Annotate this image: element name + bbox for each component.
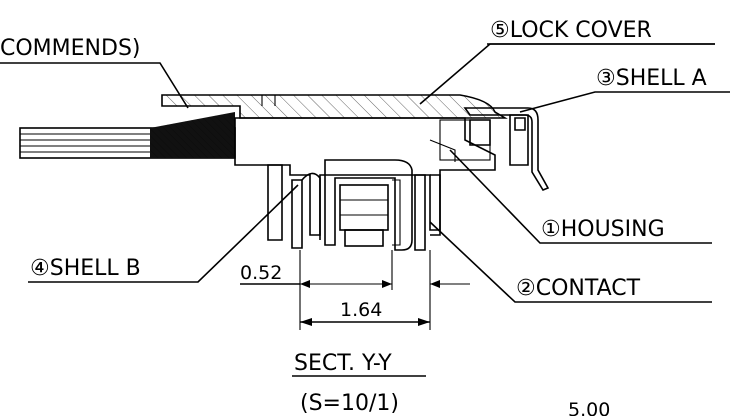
label-shell-b: ④SHELL B: [30, 256, 141, 281]
contact-part: [324, 159, 413, 251]
section-scale: (S=10/1): [300, 391, 399, 416]
lock-cover-part: [161, 94, 508, 119]
label-housing: ①HOUSING: [541, 217, 665, 242]
dimension-5-00: 5.00: [568, 399, 610, 416]
shell-a-part: [463, 107, 550, 191]
cable: [19, 112, 236, 159]
label-shell-a: ③SHELL A: [596, 66, 707, 91]
dimension-lines: [240, 43, 715, 377]
label-recommends: COMMENDS): [0, 36, 141, 61]
housing-part: [234, 117, 496, 236]
section-title: SECT. Y-Y: [294, 351, 392, 376]
dimension-1-64: 1.64: [340, 299, 382, 321]
label-contact: ②CONTACT: [516, 276, 641, 301]
label-lock-cover: ⑤LOCK COVER: [490, 18, 652, 43]
shell-b-right-leg: [414, 174, 441, 251]
dimension-0-52: 0.52: [240, 262, 282, 284]
